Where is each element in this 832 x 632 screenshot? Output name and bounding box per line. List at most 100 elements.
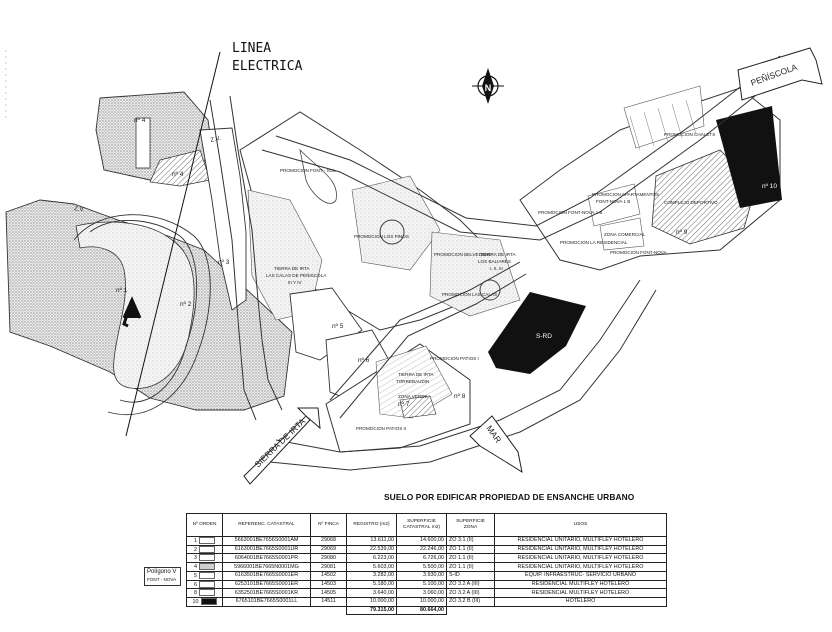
map-label-polideportivo: COMPLEJO DEPORTIVO	[664, 200, 718, 205]
map-label-promo-font-sol: PROMOCION FONT - SOL	[280, 168, 336, 173]
map-label-zona-verde: ZONA VERDE	[398, 394, 428, 399]
map-label-tierra-baliares-1: TIERRA DE IRTA	[480, 252, 517, 257]
cell-orden: 8	[186, 588, 223, 599]
cell-registro: 22.539,00	[346, 544, 397, 555]
map-label-tierra-torrebaudin-1: TIERRA DE IRTA	[398, 372, 435, 377]
cell-catastral: 5.100,00	[396, 579, 447, 590]
map-label-promo-patios-ii: PROMOCION PATIOS II	[356, 426, 406, 431]
cell-zona: S-ID	[446, 570, 495, 581]
polygon-label-line-1: Polígono V	[147, 569, 177, 575]
cell-usos: RESIDENCIAL UNITARIO, MULTIFLEY HOTELERO	[494, 553, 667, 564]
map-label-lot-6: nº 6	[358, 357, 370, 364]
parcel-east	[519, 85, 782, 271]
map-label-promo-belvedere: PROMOCION BELVEDERE	[434, 252, 491, 257]
cell-catastral: 3.930,00	[396, 570, 447, 581]
row-color-swatch	[199, 563, 215, 571]
header-orden: Nº ORDEN	[186, 513, 223, 537]
power-line-label-2: ELECTRICA	[232, 59, 303, 74]
cell-catastral: 6.726,00	[396, 553, 447, 564]
map-label-promo-apartamentos: PROMOCION APARTAMENTOS	[592, 192, 659, 197]
cell-orden: 4	[186, 562, 223, 572]
cell-catastral: 5.500,00	[396, 562, 447, 572]
cell-orden-number: 10	[192, 598, 199, 605]
cell-orden-number: 2	[194, 546, 197, 553]
cell-orden-number: 8	[194, 590, 197, 597]
cell-usos: RESIDENCIAL MULTIFLEY HOTELERO	[494, 588, 667, 599]
cell-orden: 6	[186, 579, 223, 590]
parcel-northwest	[95, 91, 213, 187]
cell-zona: ZO 3.2 B (III)	[446, 597, 495, 607]
map-label-tierra-baliares-3: I, II, III	[490, 266, 503, 271]
parcel-central	[239, 111, 521, 331]
map-label-s-rd: S-RD	[536, 333, 552, 340]
map-label-promo-patios-i: PROMOCION PATIOS I	[430, 356, 479, 361]
map-label-zv-1: Z.V.	[210, 136, 222, 144]
header-registro: REGISTRO (m2)	[346, 513, 397, 537]
map-label-lot-7: nº 7	[398, 401, 410, 408]
table-header-row: Nº ORDEN REFERENC. CATASTRAL Nº FINCA RE…	[186, 513, 667, 537]
parcel-south	[325, 343, 471, 453]
cell-finca: 14502	[310, 570, 347, 581]
map-label-zona-comercial: ZONA COMERCIAL	[604, 232, 646, 237]
header-usos: USOS	[494, 513, 667, 537]
cell-zona: ZO 3.2 A (III)	[446, 588, 495, 599]
road-arrow-mar	[469, 415, 523, 474]
road-label-sierra-irta: SIERRA DE IRTA	[252, 416, 307, 469]
lot-9-parcel	[488, 292, 586, 374]
cell-registro: 5.180,00	[346, 579, 397, 590]
cell-ref: 6253101BE7665S0001ER	[222, 579, 311, 590]
cell-registro: 6.223,00	[346, 553, 397, 564]
row-color-swatch	[199, 554, 215, 562]
cell-catastral: 3.060,00	[396, 588, 447, 599]
map-label-promo-las-calas: PROMOCION LAS CALAS	[442, 292, 497, 297]
compass-letter: N	[485, 83, 492, 93]
cell-zona: ZO 1.1 (II)	[446, 544, 495, 555]
cell-orden: 3	[186, 553, 223, 564]
cell-registro: 10.000,00	[346, 597, 397, 607]
row-color-swatch	[200, 598, 217, 606]
parcel-west	[5, 199, 293, 411]
cell-registro: 5.603,00	[346, 562, 397, 572]
map-label-lot-4: nº 4	[134, 117, 146, 124]
cell-registro: 3.282,00	[346, 570, 397, 581]
cell-usos: RESIDENCIAL MULTIFLEY HOTELERO	[494, 579, 667, 590]
polygon-label-line-2: FONT - NOVA	[147, 577, 177, 582]
row-color-swatch	[199, 572, 215, 579]
map-label-tierra-calas-1: TIERRA DE IRTA	[274, 266, 311, 271]
cell-ref: 6064001BE7665S0001PR	[222, 553, 311, 564]
cell-registro: 13.611,00	[346, 536, 397, 546]
power-line	[122, 51, 221, 437]
map-label-lot-4b: nº 4	[172, 171, 184, 178]
cell-orden: 10	[186, 597, 223, 607]
power-line-label-1: LINEA	[232, 41, 271, 56]
cell-ref: 6163001BE7665S0001UR	[222, 544, 311, 555]
map-label-zv-2: Z.V.	[74, 206, 86, 213]
table-caption: SUELO POR EDIFICAR PROPIEDAD DE ENSANCHE…	[384, 492, 635, 502]
cell-catastral: 14.600,00	[396, 536, 447, 546]
cell-orden-number: 6	[194, 581, 197, 588]
map-label-lot-2: nº 2	[180, 301, 192, 308]
map-label-promo-font-nova: PROMOCION FONT-NOVA 1 B	[538, 210, 603, 215]
cell-orden-number: 1	[194, 537, 197, 544]
header-catastral: SUPERFICIE CATASTRAL m2)	[396, 513, 447, 537]
map-label-tierra-torrebaudin-2: TORREBAUDIN	[396, 379, 429, 384]
row-color-swatch	[199, 589, 215, 597]
map-label-lot-1: nº 1	[116, 287, 128, 294]
cell-finca: 14505	[310, 588, 347, 599]
header-finca: Nº FINCA	[310, 513, 347, 537]
cell-finca: 14511	[310, 597, 347, 607]
cell-ref: 5663001BE7656S0001AM	[222, 536, 311, 546]
map-label-lot-3: nº 3	[218, 259, 230, 266]
cell-zona: ZO 1.1 (II)	[446, 562, 495, 572]
map-label-lot-9: nº 9	[676, 229, 688, 236]
cell-ref: 5966001BE7665N0001MG	[222, 562, 311, 572]
totals-spacer-right	[447, 606, 667, 614]
